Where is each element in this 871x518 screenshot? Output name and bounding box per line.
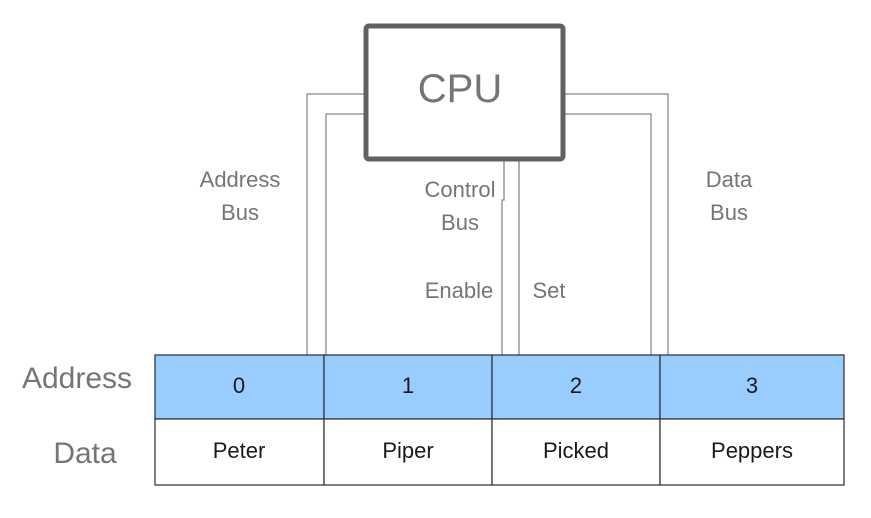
cpu-box: CPU	[363, 23, 566, 162]
data-bus-label-line2: Bus	[710, 200, 748, 225]
control-set-label: Set	[532, 278, 565, 303]
address-bus-label-line2: Bus	[221, 200, 259, 225]
control-bus-label-line2: Bus	[441, 210, 479, 235]
control-bus-label-line1: Control	[425, 177, 496, 202]
data-value-3: Peppers	[711, 438, 793, 463]
address-bus-wire-inner	[325, 113, 366, 355]
address-value-0: 0	[233, 373, 245, 398]
bus-wires	[306, 93, 669, 355]
data-bus-label-line1: Data	[706, 167, 753, 192]
cpu-label: CPU	[418, 67, 502, 111]
control-enable-label: Enable	[425, 278, 494, 303]
address-bus-label-line1: Address	[200, 167, 281, 192]
data-value-1: Piper	[382, 438, 433, 463]
data-cell-3	[659, 418, 845, 486]
data-cell-1	[323, 418, 493, 486]
data-value-2: Picked	[543, 438, 609, 463]
address-bus-wire-outer	[306, 93, 366, 355]
address-value-1: 1	[402, 373, 414, 398]
data-row-label: Data	[53, 437, 117, 470]
data-bus-wire-inner	[564, 113, 652, 355]
control-bus-enable-wire	[501, 160, 505, 355]
cpu-box-border	[363, 23, 566, 162]
address-value-2: 2	[570, 373, 582, 398]
address-row-label: Address	[22, 362, 132, 395]
data-cell-0	[154, 418, 325, 486]
data-bus-wire-outer	[564, 93, 669, 355]
address-value-3: 3	[746, 373, 758, 398]
memory-table	[154, 354, 845, 486]
data-cell-2	[491, 418, 661, 486]
data-value-0: Peter	[213, 438, 266, 463]
